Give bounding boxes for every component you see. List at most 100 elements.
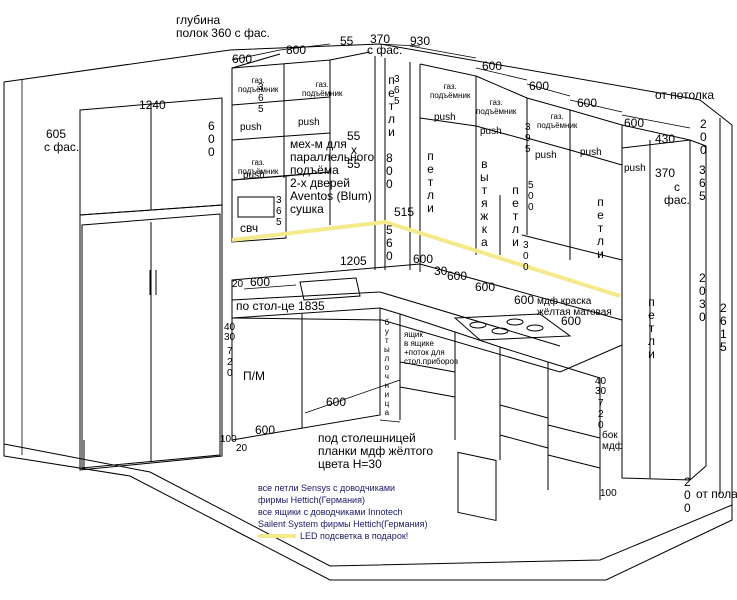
dim-600-base: 600 [326,395,347,409]
dim-600-counter-left: 600 [250,275,271,289]
dim-560-vertical: 5 6 0 [386,223,393,263]
dim-2030: 2 0 3 0 [699,271,706,324]
dim-365-right: 3 6 5 [699,163,706,203]
push-label-8: push [624,163,646,174]
dim-600-counter-b: 600 [447,269,468,283]
dim-600-counter-d: 600 [514,293,535,307]
dim-600-counter-c: 600 [475,280,496,294]
push-label-4: push [434,112,456,123]
note-drawers-maker: Sailent System фирмы Hettich(Германия) [258,519,428,529]
under-counter-note: под столешницей планки мдф жёлтого цвета… [318,431,434,471]
from-floor-label: от пола [696,487,737,501]
side-mdf-label: бок мдф [602,430,623,452]
counter-1835: по стол-це 1835 [236,299,325,313]
dim-55-b: 55 [347,157,361,171]
push-label-6: push [535,150,557,161]
dim-1240: 1240 [139,98,166,112]
dim-800-vertical: 8 0 0 [386,151,393,191]
front-suffix-right: с фас. [664,180,690,207]
gas-lift-label-4: газ. подъёмник [430,82,471,100]
dim-30-left: 30 [224,332,236,343]
dim-365-left-lower: 3 6 5 [276,195,282,228]
mdf-paint-note: мдф краска жёлтая матовая [537,296,612,318]
dim-930-top: 930 [410,34,431,48]
push-label-1: push [240,122,262,133]
dim-500: 5 0 0 [528,180,534,213]
dim-720-right: 7 2 0 [598,398,604,431]
dim-300: 3 0 0 [523,240,529,273]
tall-cabinet-right [621,139,707,481]
dim-100-right: 100 [600,488,617,499]
dim-1205: 1205 [340,254,367,268]
hinges-label-1: п е т л и [388,73,396,139]
dim-40-left: 40 [224,322,236,333]
dim-20-counter: 20 [232,279,244,290]
dim-370-top: 370 [370,32,391,46]
upper-cabinets-left [231,51,371,243]
tall-cabinet-left [79,97,223,471]
dim-600-top-left: 600 [232,52,253,66]
dim-515: 515 [394,205,415,219]
led-legend-label: LED подсветка в подарок! [300,531,409,541]
dim-55-a: 55 [347,129,361,143]
dim-395: 3 9 5 [525,122,531,155]
dim-600-floor: 600 [255,423,276,437]
dim-55-top: 55 [340,34,354,48]
dim-430: 430 [655,132,676,146]
note-hinges-maker: фирмы Hettich(Германия) [258,495,365,505]
led-strip [231,219,621,298]
hinges-label-5: п е т л и [648,295,656,361]
push-label-3: push [243,170,265,181]
dim-2615: 2 6 1 5 [720,301,727,354]
gas-lift-label-2: газ. подъёмник [302,80,343,98]
countertop [231,263,623,373]
gas-lift-label-6: газ. подъёмник [537,112,578,130]
dim-370-right: 370 [655,166,676,180]
hinges-label-2: п е т л и [427,149,435,215]
note-hinges: все петли Sensys с доводчиками [258,483,396,493]
push-label-2: push [298,117,320,128]
gas-lift-label-3: газ. подъёмник [238,158,279,176]
dim-600-counter-a: 600 [413,252,434,266]
gas-lift-label-1: газ. подъёмник [238,76,279,94]
fridge-label: П/М [243,369,265,383]
dim-600-r3: 600 [577,96,598,110]
dim-600-left-vertical: 6 0 0 [208,119,215,159]
front-suffix-top: с фас. [367,43,403,57]
push-label-5: push [480,126,502,137]
base-cabinets [231,307,601,522]
hinges-label-3: п е т л и [512,183,520,249]
dim-20-left: 20 [236,443,248,454]
note-drawers: все ящики с доводчиками Innotech [258,507,403,517]
dim-100-left: 100 [220,434,237,445]
dim-200-floor: 2 0 0 [684,475,691,515]
dim-30: 30 [434,264,448,278]
dim-600-r2: 600 [529,79,550,93]
dim-40-right: 40 [595,376,607,387]
hood-label: в ы т я ж к а [480,157,489,249]
bottle-rack-label: б у т ы л о ч н и ц а [384,318,390,417]
dim-365-corner: 3 6 5 [394,74,400,107]
drawer-stream-label: ящик в ящике +поток для стол.приборов [404,330,459,366]
microwave-label: свч [240,221,259,235]
dim-800-top: 800 [286,43,307,57]
from-ceiling-label: от потолка [655,88,715,102]
dimension-lines [231,43,691,423]
dim-605-front: с фас. [44,140,80,154]
dim-365-left: 3 6 5 [258,82,264,115]
depth-label: глубина [176,13,221,27]
dim-600-r1: 600 [482,59,503,73]
upper-cabinets-right [419,63,691,270]
dim-605: 605 [46,127,67,141]
dim-600-r4: 600 [624,116,645,130]
x-sym: х [351,143,357,157]
push-label-7: push [580,147,602,158]
gas-lift-label-5: газ. подъёмник [476,98,517,116]
mechanism-note: мех-м для параллельного подъёма 2-х двер… [290,137,375,216]
dim-200-top: 2 0 0 [700,117,707,157]
dim-600-counter-e: 600 [561,314,582,328]
hinges-label-4: п е т л и [597,195,605,261]
corner-column [374,56,421,272]
